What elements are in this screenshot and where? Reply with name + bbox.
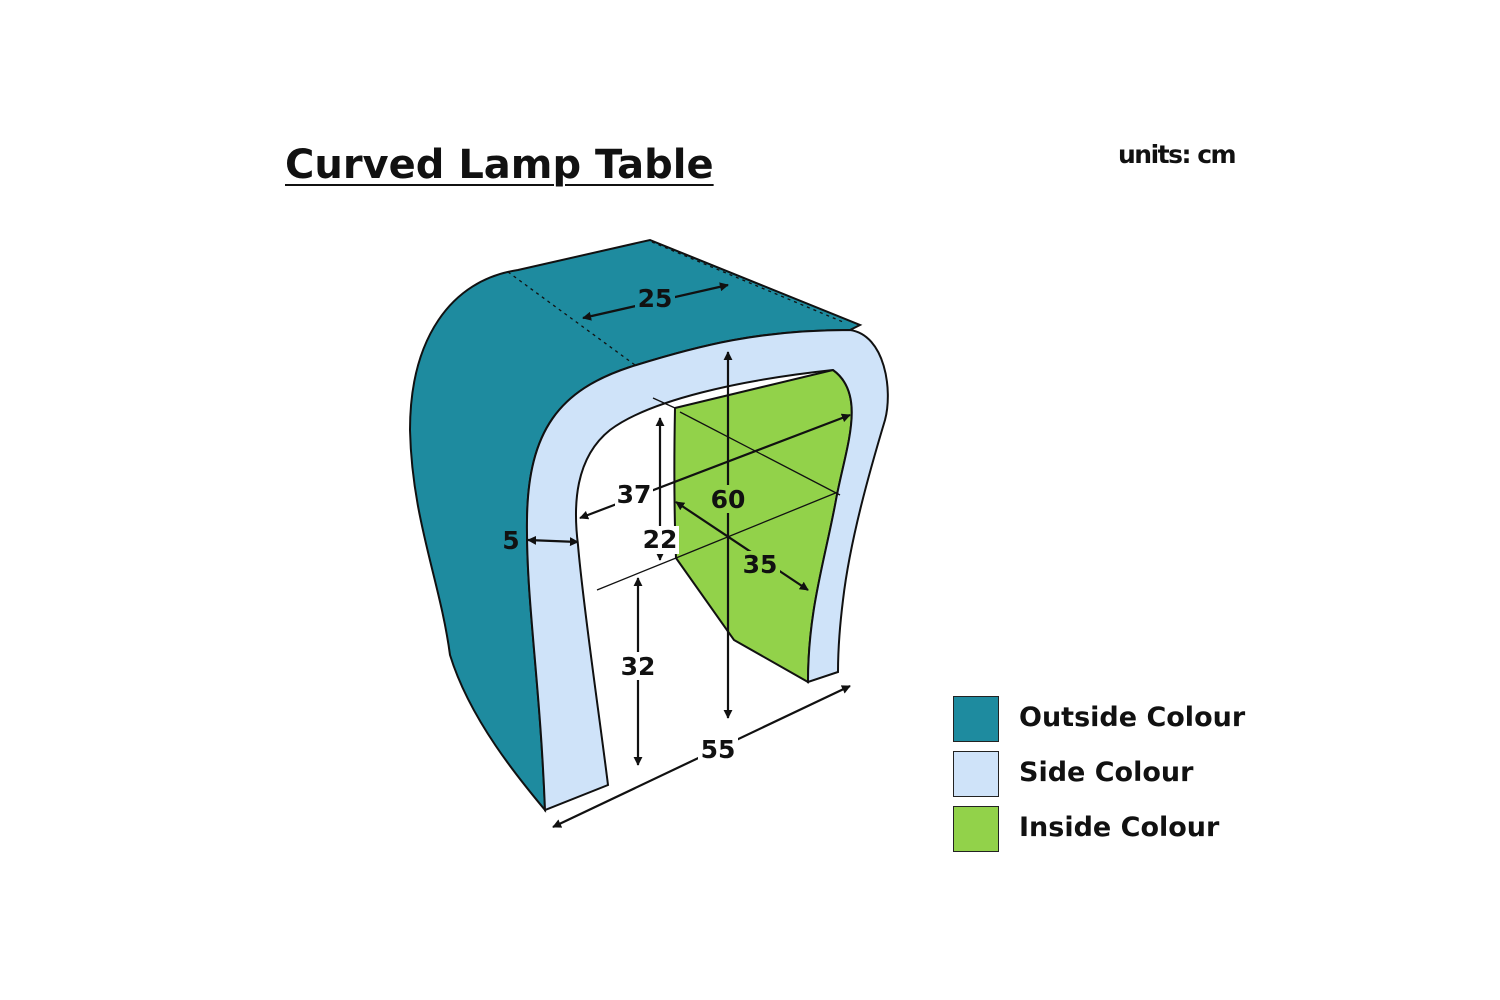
dim-inner-depth: 35 <box>743 550 778 579</box>
dim-top-depth: 25 <box>638 284 673 313</box>
legend-item-outside: Outside Colour <box>953 696 1253 744</box>
legend-swatch-outside <box>953 696 999 742</box>
dim-arrow-inner-depth <box>675 501 809 591</box>
legend-label-side: Side Colour <box>1019 757 1194 788</box>
legend-label-inside: Inside Colour <box>1019 812 1220 843</box>
dim-bg-inner-width <box>615 481 653 509</box>
dim-leg-height: 32 <box>621 652 656 681</box>
units-label: units: cm <box>1118 140 1237 169</box>
dim-width: 55 <box>701 735 736 764</box>
diagram-title: Curved Lamp Table <box>285 142 714 188</box>
dim-height: 60 <box>711 485 746 514</box>
dim-bg-leg-height <box>619 652 657 680</box>
dim-arrow-thickness <box>527 535 579 547</box>
legend-item-side: Side Colour <box>953 751 1253 799</box>
dim-bg-inner-depth <box>740 551 780 579</box>
dim-inner-width: 37 <box>617 480 652 509</box>
legend-swatch-side <box>953 751 999 797</box>
dim-bg-width <box>698 735 738 763</box>
dim-bg-inner-top-gap <box>641 526 679 554</box>
legend-swatch-inside <box>953 806 999 852</box>
dim-inner-top-gap: 22 <box>643 525 678 554</box>
dim-thickness: 5 <box>502 526 519 555</box>
dim-bg-height <box>708 485 748 513</box>
dim-bg-top-depth <box>635 285 675 311</box>
legend-item-inside: Inside Colour <box>953 806 1253 854</box>
legend-label-outside: Outside Colour <box>1019 702 1246 733</box>
